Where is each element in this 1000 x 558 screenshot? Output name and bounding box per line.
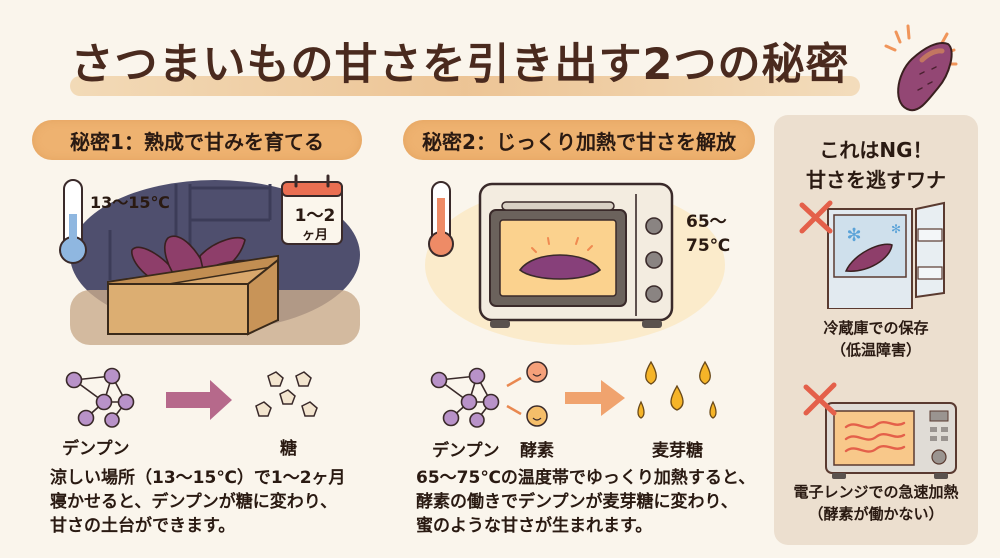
svg-text:✻: ✻ [846, 225, 861, 246]
storage-box-illustration [59, 174, 360, 345]
secret2-desc-line2: 酵素の働きでデンプンが麦芽糖に変わり、 [416, 492, 738, 512]
oven-illustration [425, 181, 725, 345]
microwave-icon [803, 382, 957, 479]
secret1-desc-line1: 涼しい場所（13〜15℃）で1〜2ヶ月 [50, 468, 346, 488]
page-header: さつまいもの甘さを引き出す2つの秘密 [60, 28, 860, 98]
arrow-icon [166, 380, 232, 420]
toaster-oven-icon [478, 182, 674, 328]
enzyme-characters-icon [506, 361, 548, 427]
secret2-banner: 秘密2：じっくり加熱で甘さを解放 [403, 120, 755, 160]
secret2-desc-line3: 蜜のような甘さが生まれます。 [416, 516, 653, 536]
ng-item2-line2: （酵素が働かない） [808, 505, 944, 523]
starch-to-maltose-diagram [430, 360, 717, 428]
calendar-icon [281, 174, 343, 245]
enzyme-label: 酵素 [520, 441, 554, 461]
ng-cross-icon-2 [803, 382, 837, 416]
calendar-line2: ヶ月 [301, 228, 328, 243]
secret2-temp-line2: 75℃ [686, 236, 731, 256]
starch-molecule-icon-2 [430, 367, 500, 428]
starch-label-2: デンプン [432, 441, 500, 461]
ng-item2-line1: 電子レンジでの急速加熱 [793, 483, 959, 501]
title-underline [70, 76, 860, 96]
ng-title-line1: これはNG！ [819, 138, 933, 162]
page-title: さつまいもの甘さを引き出す2つの秘密 [70, 40, 850, 90]
sweet-potato-icon [884, 24, 958, 112]
ng-item1-caption: 冷蔵庫での保存 （低温障害） [774, 317, 978, 361]
secret2-description: 65〜75℃の温度帯でゆっくり加熱すると、 酵素の働きでデンプンが麦芽糖に変わり… [416, 466, 755, 538]
starch-molecule-icon [65, 367, 135, 428]
calendar-line1: 1〜2 [294, 206, 336, 226]
secret2-temperature: 65〜 75℃ [686, 210, 730, 258]
secret1-temperature: 13〜15℃ [90, 193, 170, 212]
sugar-label: 糖 [280, 439, 297, 459]
thermometer-icon [59, 179, 87, 264]
sugar-crystals-icon [255, 371, 318, 417]
starch-to-sugar-diagram [65, 367, 318, 428]
wooden-box [107, 254, 279, 336]
maltose-drops-icon [637, 360, 717, 419]
ng-item1-line1: 冷蔵庫での保存 [823, 319, 929, 337]
svg-text:✻: ✻ [891, 222, 901, 236]
ng-item2-caption: 電子レンジでの急速加熱 （酵素が働かない） [774, 481, 978, 525]
refrigerator-icon: ✻ ✻ [799, 200, 945, 309]
secret1-description: 涼しい場所（13〜15℃）で1〜2ヶ月 寝かせると、デンプンが糖に変わり、 甘さ… [50, 466, 346, 538]
ng-cross-icon [799, 200, 833, 234]
calendar-period: 1〜2 ヶ月 [287, 206, 343, 246]
secret2-desc-line1: 65〜75℃の温度帯でゆっくり加熱すると、 [416, 468, 756, 488]
secret2-temp-line1: 65〜 [686, 212, 727, 232]
ng-title-line2: 甘さを逃すワナ [806, 168, 946, 192]
maltose-label: 麦芽糖 [652, 441, 703, 461]
ng-title: これはNG！ 甘さを逃すワナ [774, 135, 978, 195]
oven-thermometer-icon [428, 181, 454, 257]
arrow-icon-2 [565, 380, 625, 416]
secret1-desc-line2: 寝かせると、デンプンが糖に変わり、 [50, 492, 338, 512]
starch-label-1: デンプン [62, 439, 130, 459]
secret1-banner: 秘密1：熟成で甘みを育てる [32, 120, 362, 160]
ng-item1-line2: （低温障害） [830, 341, 921, 359]
ng-panel: これはNG！ 甘さを逃すワナ ✻ ✻ 冷蔵庫での保存 （低温障害） [774, 115, 978, 545]
secret1-desc-line3: 甘さの土台ができます。 [50, 516, 236, 536]
